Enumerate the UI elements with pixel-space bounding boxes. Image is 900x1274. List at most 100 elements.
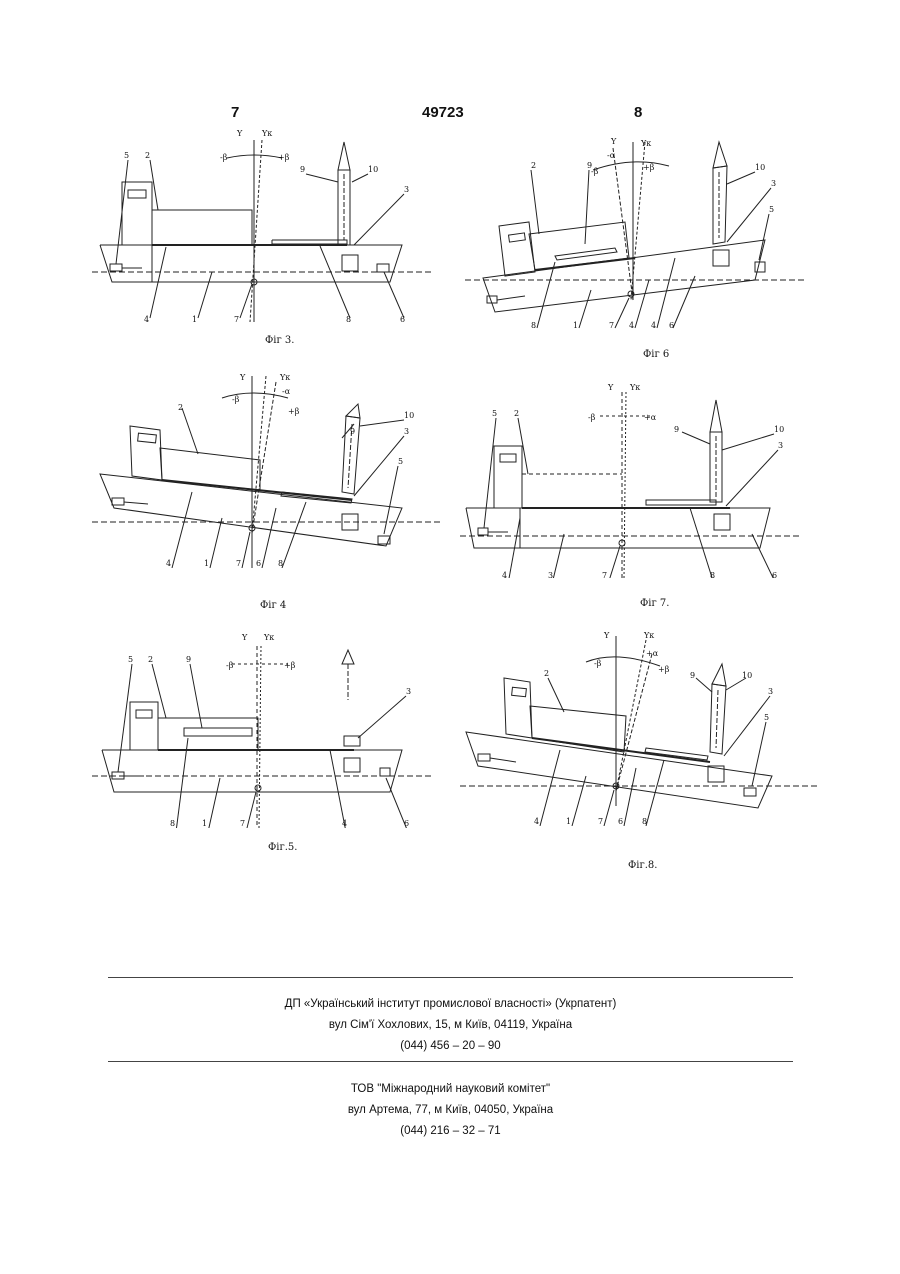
fig7-label-9: 9 bbox=[674, 425, 679, 434]
fig8-label-6: 6 bbox=[618, 817, 623, 826]
fig7-label-minus-beta: -β bbox=[588, 413, 596, 422]
fig4-label-10: 10 bbox=[404, 411, 414, 420]
fig4-label-y: Y bbox=[239, 373, 246, 382]
fig6-label-3: 3 bbox=[771, 179, 776, 188]
fig3-label-9: 9 bbox=[300, 165, 305, 174]
fig7-label-y: Y bbox=[607, 383, 614, 392]
figure-4-drawing: Y Yк -β -α +β 2 9 10 3 5 4 1 7 6 8 bbox=[92, 368, 452, 568]
fig8-label-1: 1 bbox=[566, 817, 571, 826]
page-number-left: 7 bbox=[231, 104, 239, 121]
fig7-label-6: 6 bbox=[772, 571, 777, 578]
fig7-label-plus-alpha: +α bbox=[644, 413, 657, 422]
fig6-label-8: 8 bbox=[531, 321, 536, 330]
figure-7: Y Yк -β +α 5 2 9 10 3 4 3 7 8 6 bbox=[460, 378, 820, 578]
figure-7-caption: Фіг 7. bbox=[640, 598, 669, 609]
fig5-label-minus-beta: -β bbox=[226, 661, 234, 670]
footer-committee: ТОВ "Міжнародний науковий комітет" вул А… bbox=[108, 1079, 793, 1142]
fig7-label-yk: Yк bbox=[629, 383, 640, 392]
footer-rule-top bbox=[108, 977, 793, 978]
fig8-label-10: 10 bbox=[742, 671, 752, 680]
fig8-label-y: Y bbox=[603, 631, 610, 640]
figure-8-drawing: Y Yк -β +α +β 2 9 10 3 5 4 1 7 6 8 bbox=[460, 626, 820, 826]
fig4-label-9: 9 bbox=[350, 427, 355, 436]
fig4-label-6: 6 bbox=[256, 559, 261, 568]
figure-4-caption: Фіг 4 bbox=[260, 600, 286, 611]
fig3-label-6: 6 bbox=[400, 315, 405, 322]
fig4-label-5: 5 bbox=[398, 457, 403, 466]
fig3-label-5: 5 bbox=[124, 151, 129, 160]
fig6-label-yk: Yк bbox=[640, 139, 651, 148]
fig3-label-4: 4 bbox=[144, 315, 149, 322]
fig8-label-plus-beta: +β bbox=[658, 665, 670, 674]
fig4-label-yk: Yк bbox=[279, 373, 290, 382]
fig6-label-minus-alpha: -α bbox=[607, 151, 616, 160]
fig6-label-2: 2 bbox=[531, 161, 536, 170]
fig3-label-10: 10 bbox=[368, 165, 378, 174]
fig6-label-minus-beta: -β bbox=[591, 167, 599, 176]
figure-6-drawing: Y Yк -α -β +β 2 9 10 3 5 8 1 7 4 4 6 bbox=[465, 130, 825, 330]
fig8-label-5: 5 bbox=[764, 713, 769, 722]
fig6-label-10: 10 bbox=[755, 163, 765, 172]
fig5-label-7: 7 bbox=[240, 819, 245, 828]
fig6-label-y: Y bbox=[610, 137, 617, 146]
fig8-label-8: 8 bbox=[642, 817, 647, 826]
fig4-label-plus-beta: +β bbox=[288, 407, 300, 416]
fig6-label-4b: 4 bbox=[651, 321, 656, 330]
fig3-label-yk: Yк bbox=[261, 129, 272, 138]
fig6-label-6: 6 bbox=[669, 321, 674, 330]
figure-6: Y Yк -α -β +β 2 9 10 3 5 8 1 7 4 4 6 bbox=[465, 130, 825, 330]
figure-5-drawing: Y Yк -β +β 5 2 9 3 8 1 7 4 6 bbox=[92, 628, 452, 828]
figure-4: Y Yк -β -α +β 2 9 10 3 5 4 1 7 6 8 bbox=[92, 368, 452, 568]
committee-phone: (044) 216 – 32 – 71 bbox=[108, 1121, 793, 1142]
fig5-label-9: 9 bbox=[186, 655, 191, 664]
patent-number: 49723 bbox=[422, 104, 464, 121]
fig7-label-3: 3 bbox=[778, 441, 783, 450]
fig8-label-9: 9 bbox=[690, 671, 695, 680]
fig6-label-7: 7 bbox=[609, 321, 614, 330]
fig5-label-3: 3 bbox=[406, 687, 411, 696]
fig8-label-2: 2 bbox=[544, 669, 549, 678]
fig7-label-8: 8 bbox=[710, 571, 715, 578]
figure-3-drawing: Y Yк -β +β 5 2 9 10 3 4 1 7 8 6 bbox=[92, 122, 452, 322]
fig8-label-7: 7 bbox=[598, 817, 603, 826]
footer-rule-middle bbox=[108, 1061, 793, 1062]
page-number-right: 8 bbox=[634, 104, 642, 121]
fig5-label-yk: Yк bbox=[263, 633, 274, 642]
fig7-label-4: 4 bbox=[502, 571, 507, 578]
ukrpatent-address: вул Сім'ї Хохлових, 15, м Київ, 04119, У… bbox=[108, 1015, 793, 1036]
fig5-label-5: 5 bbox=[128, 655, 133, 664]
fig8-label-4: 4 bbox=[534, 817, 539, 826]
fig5-label-y: Y bbox=[241, 633, 248, 642]
fig4-label-8: 8 bbox=[278, 559, 283, 568]
committee-name: ТОВ "Міжнародний науковий комітет" bbox=[108, 1079, 793, 1100]
fig5-label-2: 2 bbox=[148, 655, 153, 664]
fig4-label-1: 1 bbox=[204, 559, 209, 568]
fig7-label-5: 5 bbox=[492, 409, 497, 418]
fig8-label-minus-beta: -β bbox=[594, 659, 602, 668]
fig7-label-10: 10 bbox=[774, 425, 784, 434]
figure-8-caption: Фіг.8. bbox=[628, 860, 657, 871]
fig3-label-minus-beta: -β bbox=[220, 153, 228, 162]
fig4-label-4: 4 bbox=[166, 559, 171, 568]
figure-3: Y Yк -β +β 5 2 9 10 3 4 1 7 8 6 bbox=[92, 122, 452, 322]
figure-3-caption: Фіг 3. bbox=[265, 335, 294, 346]
fig7-label-7: 7 bbox=[602, 571, 607, 578]
ukrpatent-phone: (044) 456 – 20 – 90 bbox=[108, 1036, 793, 1057]
fig8-label-plus-alpha: +α bbox=[646, 649, 659, 658]
fig4-label-minus-alpha: -α bbox=[282, 387, 291, 396]
fig5-label-8: 8 bbox=[170, 819, 175, 828]
fig5-label-4: 4 bbox=[342, 819, 347, 828]
fig3-label-y: Y bbox=[236, 129, 243, 138]
figure-6-caption: Фіг 6 bbox=[643, 349, 669, 360]
fig4-label-3: 3 bbox=[404, 427, 409, 436]
figure-5: Y Yк -β +β 5 2 9 3 8 1 7 4 6 bbox=[92, 628, 452, 828]
fig3-label-8: 8 bbox=[346, 315, 351, 322]
fig3-label-1: 1 bbox=[192, 315, 197, 322]
fig7-label-3b: 3 bbox=[548, 571, 553, 578]
fig6-label-plus-beta: +β bbox=[643, 163, 655, 172]
fig6-label-4a: 4 bbox=[629, 321, 634, 330]
fig8-label-3: 3 bbox=[768, 687, 773, 696]
figure-5-caption: Фіг.5. bbox=[268, 842, 297, 853]
fig5-label-plus-beta: +β bbox=[284, 661, 296, 670]
fig3-label-3: 3 bbox=[404, 185, 409, 194]
